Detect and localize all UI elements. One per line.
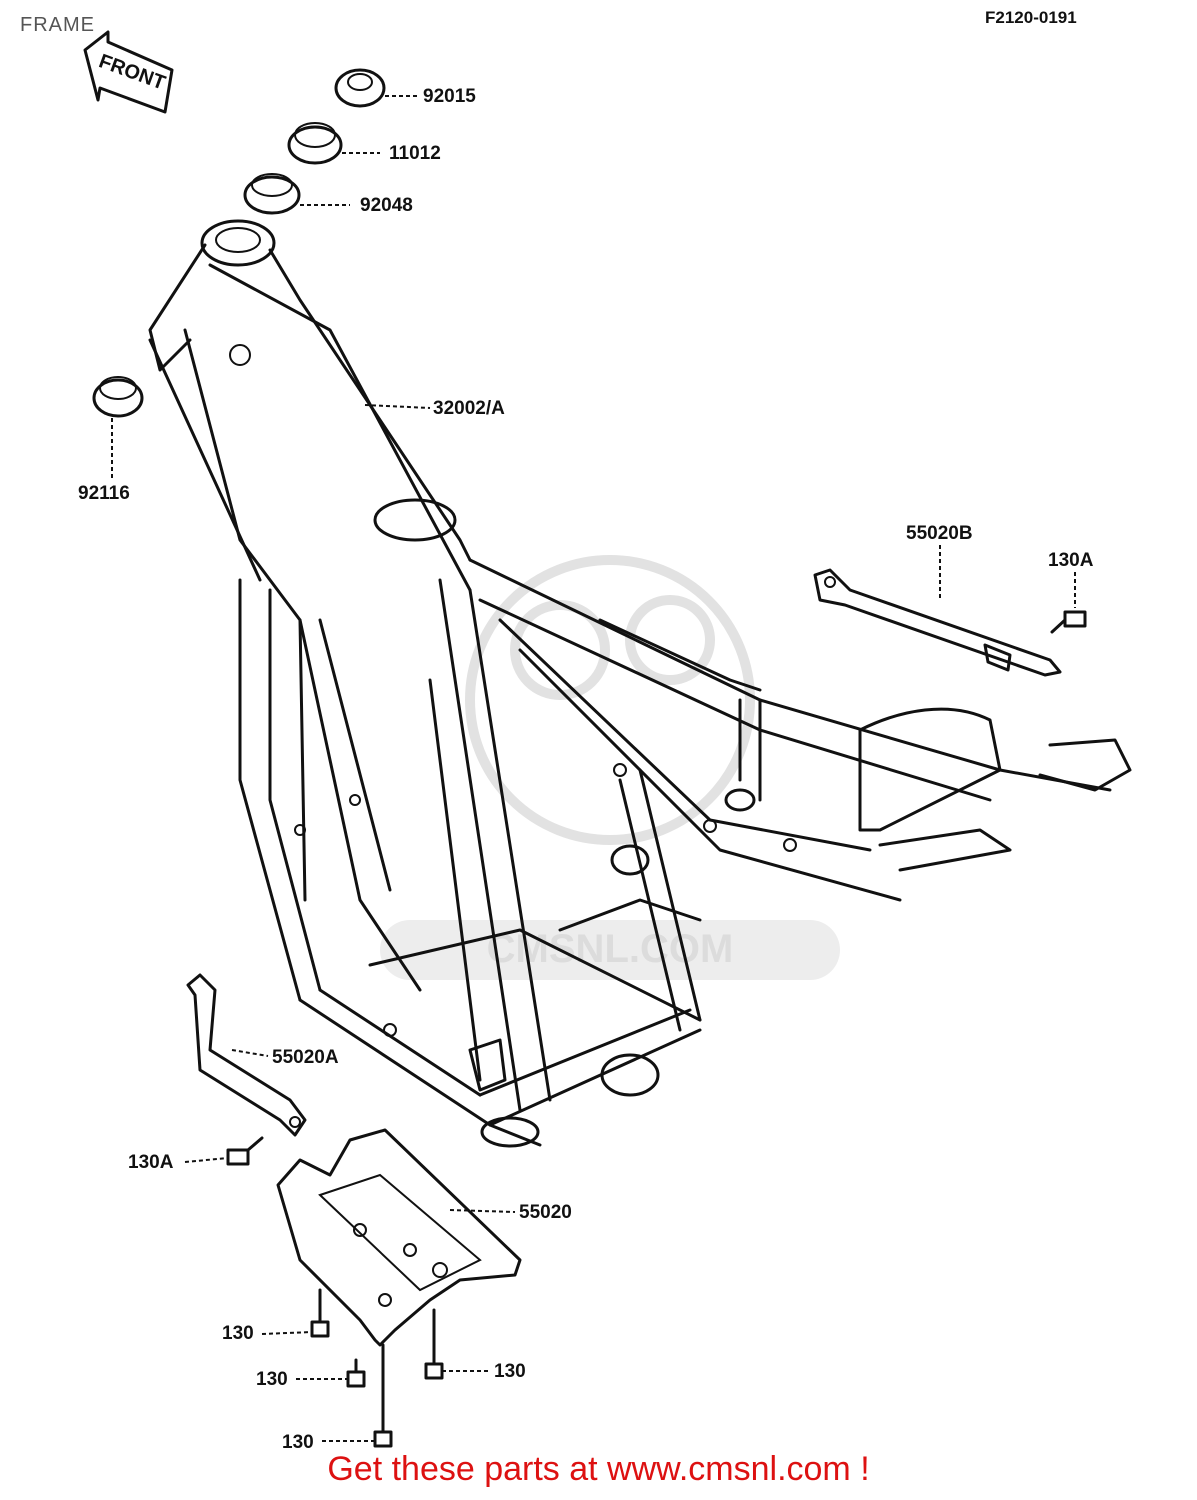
bolt-130-c bbox=[424, 1308, 444, 1380]
part-label-92116: 92116 bbox=[78, 483, 130, 504]
part-label-55020a: 55020A bbox=[272, 1047, 339, 1068]
leader-lines bbox=[111, 95, 1076, 1442]
part-label-92015: 92015 bbox=[423, 86, 476, 107]
bolt-130A-left bbox=[226, 1136, 264, 1166]
part-label-130-c: 130 bbox=[494, 1361, 526, 1382]
diagram-reference-code: F2120-0191 bbox=[985, 8, 1077, 27]
footer-link-text[interactable]: Get these parts at www.cmsnl.com ! bbox=[327, 1450, 870, 1488]
front-arrow-label: FRONT bbox=[96, 50, 168, 94]
bracket-55020A bbox=[186, 973, 307, 1137]
bolt-130-b bbox=[346, 1358, 366, 1388]
main-frame-32002 bbox=[148, 219, 1132, 1148]
front-arrow: FRONT bbox=[83, 30, 174, 114]
bolt-130-a bbox=[310, 1288, 330, 1338]
part-label-130a-left: 130A bbox=[128, 1152, 174, 1173]
part-label-11012: 11012 bbox=[389, 143, 441, 164]
bearing-11012 bbox=[287, 122, 343, 165]
bracket-55020B bbox=[813, 568, 1062, 677]
part-label-55020: 55020 bbox=[519, 1202, 572, 1223]
part-label-92048: 92048 bbox=[360, 195, 413, 216]
part-label-130-b: 130 bbox=[256, 1369, 288, 1390]
part-label-55020b: 55020B bbox=[906, 523, 973, 544]
part-label-130-a: 130 bbox=[222, 1323, 254, 1344]
skid-plate-55020 bbox=[276, 1128, 522, 1347]
bearing-cup-92048 bbox=[243, 173, 301, 215]
bearing-cup-92116 bbox=[92, 376, 144, 418]
bolt-130A-top bbox=[1050, 610, 1087, 634]
steering-nut-92015 bbox=[334, 68, 386, 108]
part-label-32002-a: 32002/A bbox=[433, 398, 505, 419]
diagram-title: FRAME bbox=[20, 14, 95, 36]
part-label-130a-top: 130A bbox=[1048, 550, 1094, 571]
part-label-130-d: 130 bbox=[282, 1432, 314, 1453]
bolt-130-d bbox=[373, 1343, 393, 1448]
